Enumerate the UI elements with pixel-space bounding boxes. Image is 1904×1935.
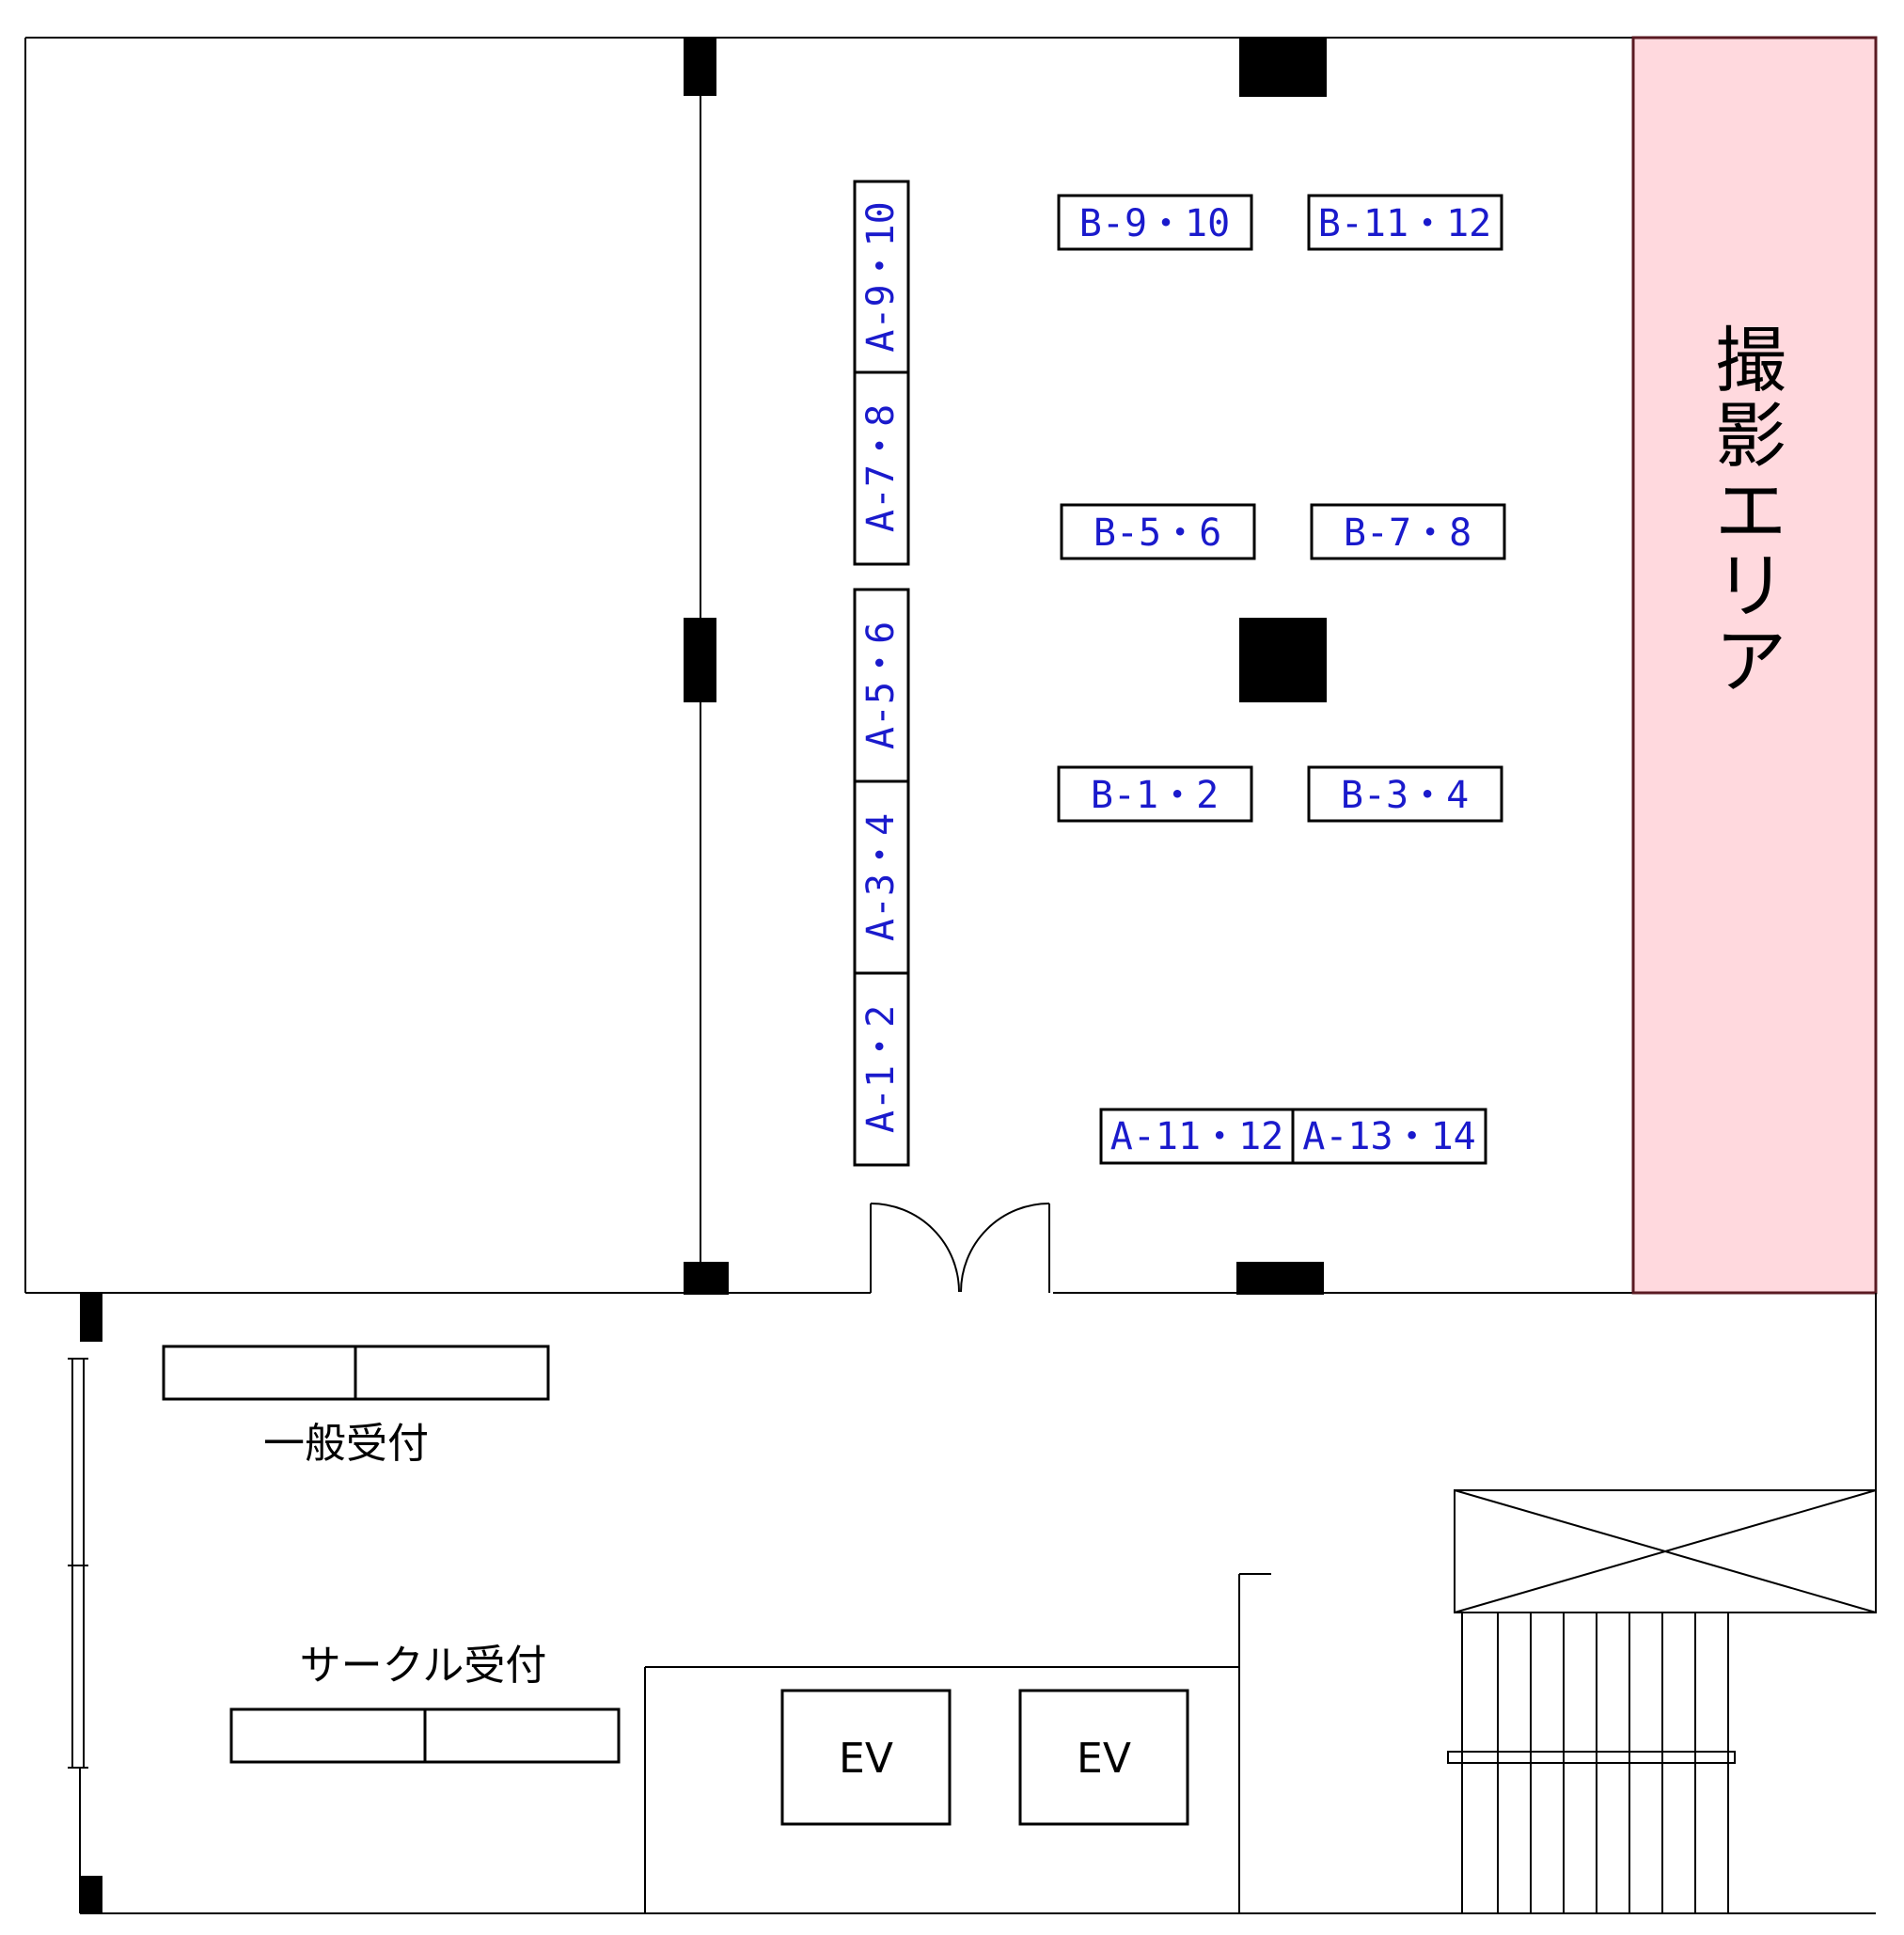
elevator-hall: EV EV — [644, 1573, 1271, 1913]
booth-box[interactable] — [1057, 765, 1253, 823]
booth-a-9-10[interactable]: A-9・10 — [853, 180, 910, 374]
booth-box[interactable] — [853, 971, 910, 1167]
reception-desk — [423, 1707, 621, 1764]
general-reception-label: 一般受付 — [263, 1420, 429, 1468]
circle-reception-label: サークル受付 — [300, 1642, 547, 1690]
booth-label: B-3・4 — [1341, 774, 1469, 817]
stair-landing — [1447, 1751, 1736, 1764]
pillar — [684, 38, 716, 96]
booth-label: B-7・8 — [1344, 511, 1471, 555]
booth-label: A-13・14 — [1302, 1115, 1476, 1158]
elevator[interactable] — [1018, 1689, 1189, 1826]
booth-box[interactable] — [853, 180, 910, 374]
booth-box[interactable] — [853, 370, 910, 566]
booth-label: B-9・10 — [1079, 202, 1230, 245]
pillar — [684, 1262, 729, 1295]
elevator[interactable] — [780, 1689, 952, 1826]
booth-label: A-3・4 — [859, 813, 903, 941]
elevator-label: EV — [1077, 1735, 1131, 1783]
booth-box[interactable] — [1057, 194, 1253, 251]
double-door[interactable] — [870, 1203, 1050, 1293]
booth-a-13-14[interactable]: A-13・14 — [1291, 1108, 1487, 1165]
photo-area-label-char: 影 — [1715, 394, 1786, 478]
booth-label: A-9・10 — [859, 201, 903, 352]
booth-label: A-7・8 — [859, 404, 903, 532]
booth-b-1-2[interactable]: B-1・2 — [1057, 765, 1253, 823]
photo-area-box — [1631, 36, 1878, 1295]
booth-box[interactable] — [1307, 765, 1503, 823]
booth-a-7-8[interactable]: A-7・8 — [853, 370, 910, 566]
booth-a-11-12[interactable]: A-11・12 — [1099, 1108, 1295, 1165]
booth-box[interactable] — [1060, 503, 1256, 560]
pillar — [1239, 618, 1327, 702]
booth-box[interactable] — [1099, 1108, 1295, 1165]
booth-box[interactable] — [1307, 194, 1503, 251]
pillars — [80, 38, 1327, 1913]
pillar — [1239, 38, 1327, 97]
booth-grid-b: B-9・10 B-11・12B-5・6 B-7・8B-1・2 B-3・4 — [1057, 194, 1506, 823]
photo-area-label-char: リ — [1715, 544, 1786, 628]
reception-desk — [229, 1707, 427, 1764]
pillar — [80, 1293, 102, 1342]
main-hall-walls — [24, 37, 1877, 1294]
photo-area-label-char: 撮 — [1715, 319, 1786, 402]
booth-b-7-8[interactable]: B-7・8 — [1310, 503, 1506, 560]
booth-b-5-6[interactable]: B-5・6 — [1060, 503, 1256, 560]
general-reception: 一般受付 — [162, 1345, 550, 1468]
pillar — [80, 1876, 102, 1913]
booth-label: B-1・2 — [1091, 774, 1219, 817]
stair-void — [1454, 1489, 1877, 1613]
lobby-walls — [68, 1293, 1877, 1914]
booth-a-1-2[interactable]: A-1・2 — [853, 971, 910, 1167]
pillar — [684, 618, 716, 702]
reception-desk — [354, 1345, 550, 1401]
booth-column-a: A-9・10A-7・8A-5・6A-3・4A-1・2 — [853, 180, 910, 1167]
pillar — [1236, 1262, 1324, 1295]
elevator-label: EV — [839, 1735, 893, 1783]
booth-box[interactable] — [1310, 503, 1506, 560]
booth-label: B-5・6 — [1094, 511, 1221, 555]
booth-b-11-12[interactable]: B-11・12 — [1307, 194, 1503, 251]
reception-desk — [162, 1345, 357, 1401]
booth-box[interactable] — [853, 779, 910, 975]
booth-a-5-6[interactable]: A-5・6 — [853, 588, 910, 783]
booth-row-a-bottom: A-11・12 A-13・14 — [1099, 1108, 1487, 1165]
circle-reception: サークル受付 — [229, 1642, 621, 1764]
booth-box[interactable] — [1291, 1108, 1487, 1165]
stairs — [1447, 1489, 1877, 1913]
booth-a-3-4[interactable]: A-3・4 — [853, 779, 910, 975]
booth-b-9-10[interactable]: B-9・10 — [1057, 194, 1253, 251]
booth-label: A-1・2 — [859, 1005, 903, 1133]
photo-area-label-char: ア — [1715, 620, 1786, 703]
booth-b-3-4[interactable]: B-3・4 — [1307, 765, 1503, 823]
booth-label: B-11・12 — [1318, 202, 1492, 245]
booth-label: A-5・6 — [859, 621, 903, 749]
booth-label: A-11・12 — [1110, 1115, 1284, 1158]
photo-area-label-char: エ — [1715, 469, 1786, 553]
